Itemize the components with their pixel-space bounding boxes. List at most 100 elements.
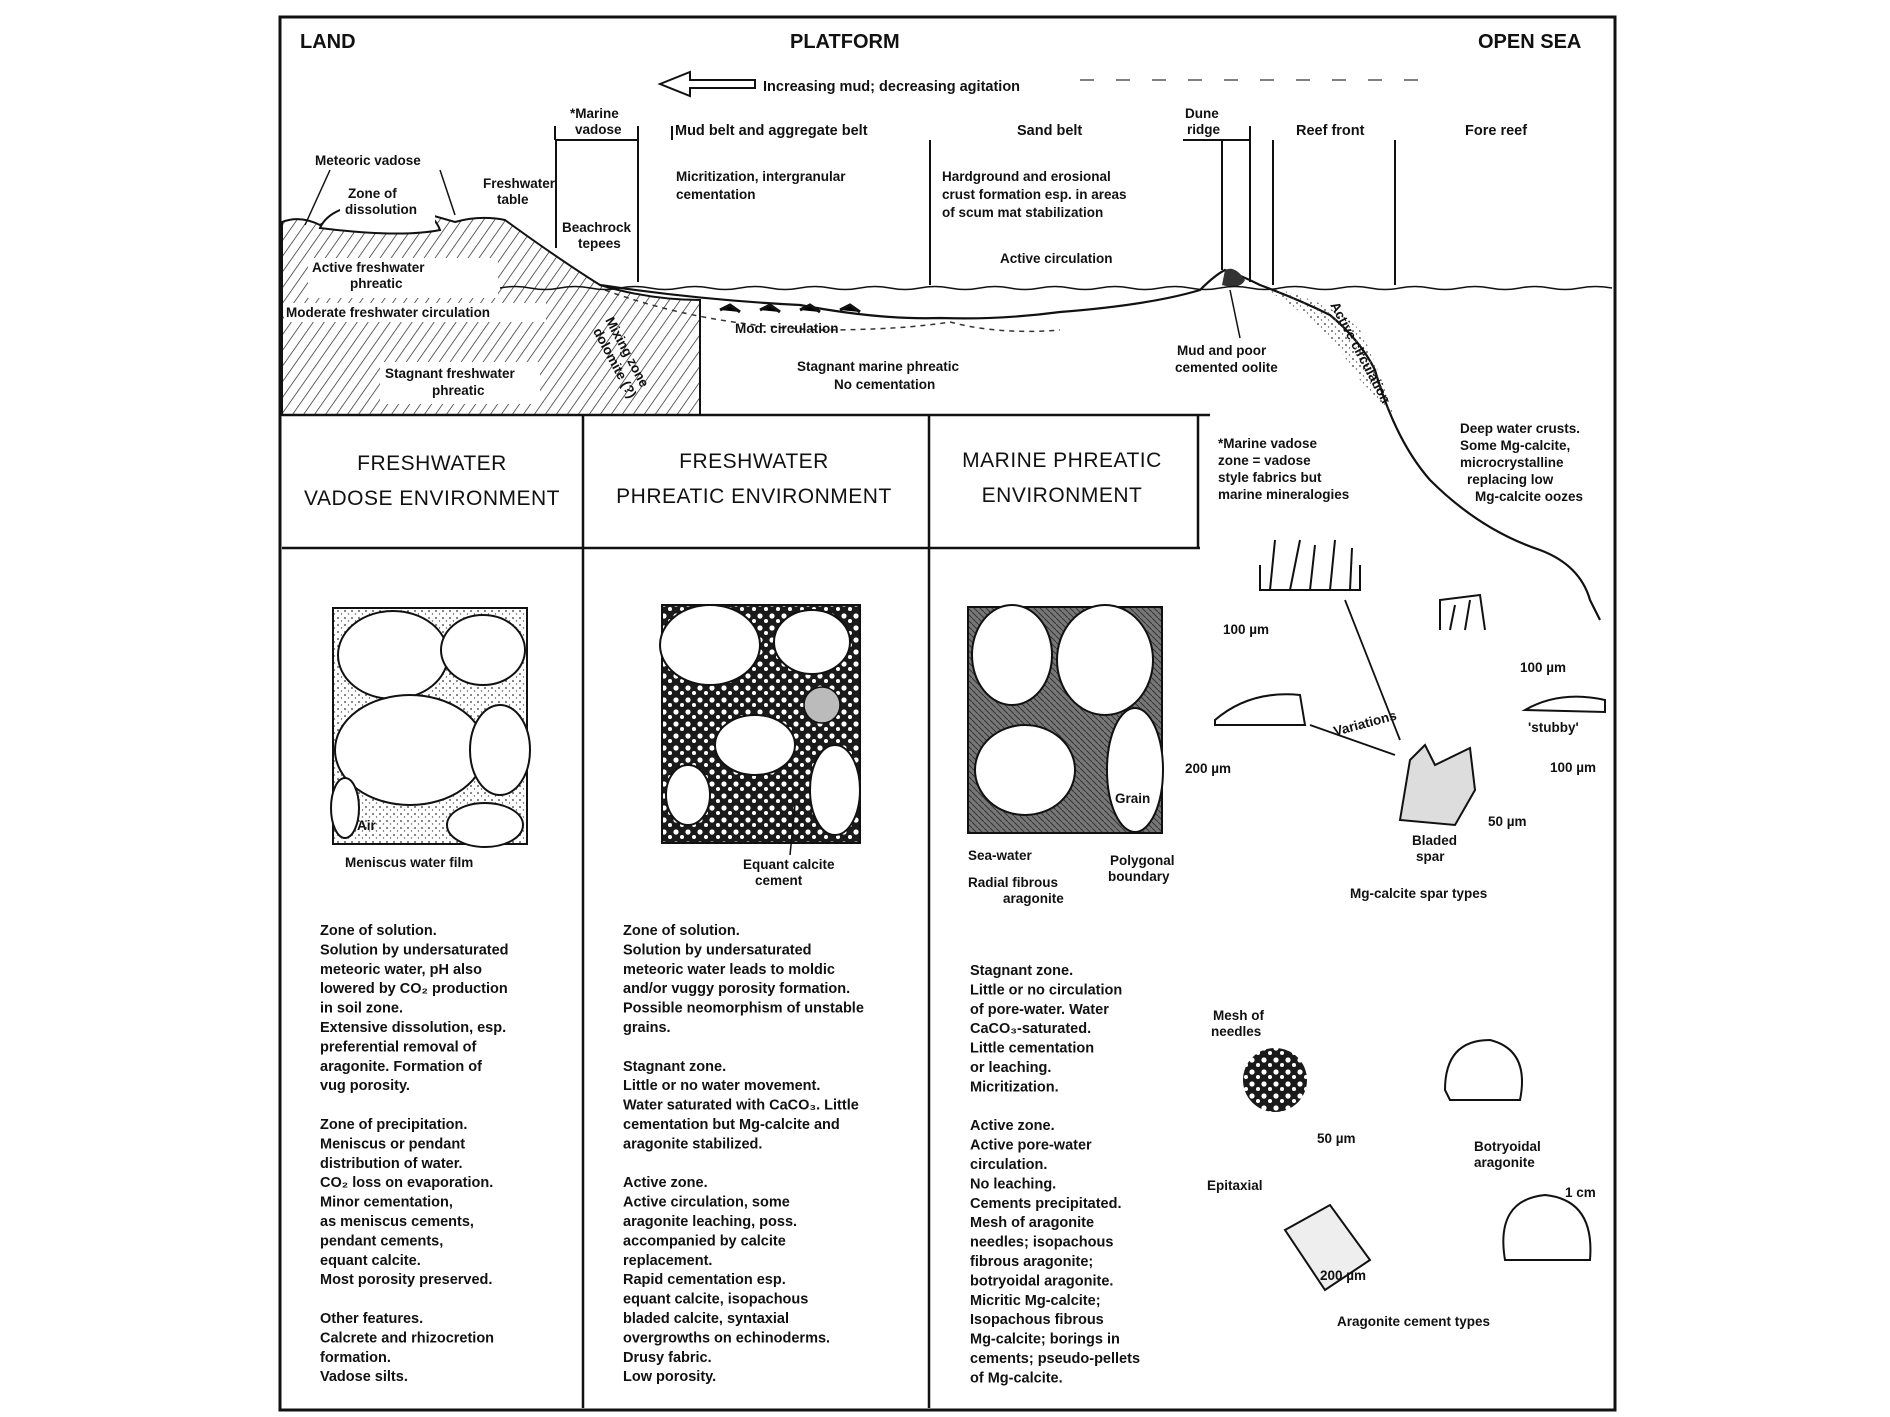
desc-line: Drusy fabric. (623, 1350, 712, 1366)
col-phreatic-text: Zone of solution. Solution by undersatura… (623, 923, 864, 1385)
desc-line: Micritization. (970, 1079, 1059, 1095)
desc-line: vug porosity. (320, 1078, 410, 1094)
scale-50um: 50 µm (1488, 814, 1527, 829)
active-circulation-reef-label: Active circulation (1327, 299, 1393, 405)
desc-line: Active zone. (623, 1175, 708, 1191)
scale-100um-a: 100 µm (1223, 622, 1269, 637)
desc-line: aragonite. Formation of (320, 1059, 482, 1075)
desc-line: circulation. (970, 1157, 1047, 1173)
desc-line: aragonite stabilized. (623, 1136, 762, 1152)
desc-line: needles; isopachous (970, 1235, 1113, 1251)
desc-line: Cements precipitated. (970, 1196, 1122, 1212)
desc-line: No leaching. (970, 1176, 1056, 1192)
desc-line: in soil zone. (320, 1001, 403, 1017)
label-backing (380, 362, 540, 404)
desc-line: botryoidal aragonite. (970, 1273, 1113, 1289)
gradient-label: Increasing mud; decreasing agitation (763, 79, 1020, 95)
desc-line: distribution of water. (320, 1156, 463, 1172)
aragonite-types-label: Aragonite cement types (1337, 1314, 1490, 1329)
desc-line: Zone of solution. (623, 923, 740, 939)
grain-label: Grain (1115, 791, 1150, 806)
desc-line: Mesh of aragonite (970, 1215, 1094, 1231)
active-circulation-label: Active circulation (1000, 251, 1113, 266)
meniscus-label: Meniscus water film (345, 855, 473, 870)
desc-line: Active zone. (970, 1118, 1055, 1134)
desc-line: bladed calcite, syntaxial (623, 1311, 789, 1327)
desc-line: Isopachous fibrous (970, 1312, 1104, 1328)
col-vadose-text: Zone of solution.Solution by undersatura… (320, 923, 509, 1385)
desc-line (623, 1156, 627, 1172)
scale-200um: 200 µm (1185, 761, 1231, 776)
desc-line: cementation but Mg-calcite and (623, 1117, 840, 1133)
desc-line: replacement. (623, 1253, 712, 1269)
deep-water-label: Deep water crusts.Some Mg-calcite,microc… (1460, 421, 1583, 504)
environment-grid (282, 415, 1200, 1408)
scale-1cm: 1 cm (1565, 1185, 1596, 1200)
equant-cement-figure (659, 604, 861, 844)
gradient-arrow (657, 70, 756, 98)
desc-line: CaCO₃-saturated. (970, 1021, 1091, 1037)
cement-sketches (1214, 539, 1606, 1292)
meteoric-vadose-label: Meteoric vadose (315, 153, 421, 168)
mod-circulation-label: Mod. circulation (735, 321, 839, 336)
desc-line: Micritic Mg-calcite; (970, 1293, 1101, 1309)
leader (439, 169, 456, 216)
desc-line: Calcrete and rhizocretion (320, 1330, 494, 1346)
desc-line: Little or no circulation (970, 982, 1122, 998)
desc-line: Vadose silts. (320, 1369, 408, 1385)
mg-calcite-types-label: Mg-calcite spar types (1350, 886, 1487, 901)
desc-line: meteoric water leads to moldic (623, 962, 835, 978)
desc-line (623, 1039, 627, 1055)
scale-100um-b: 100 µm (1520, 660, 1566, 675)
fore-reef-label: Fore reef (1465, 123, 1527, 139)
radial-fibrous-figure (967, 604, 1164, 834)
desc-line: Zone of precipitation. (320, 1117, 467, 1133)
desc-line: of pore-water. Water (970, 1002, 1109, 1018)
desc-line: accompanied by calcite (623, 1233, 786, 1249)
stubby-label: 'stubby' (1528, 720, 1579, 735)
desc-line: lowered by CO₂ production (320, 981, 508, 997)
desc-line: meteoric water, pH also (320, 962, 482, 978)
desc-line (970, 1099, 974, 1115)
desc-line: Zone of solution. (320, 923, 437, 939)
desc-line: fibrous aragonite; (970, 1254, 1093, 1270)
desc-line: or leaching. (970, 1060, 1051, 1076)
moderate-freshwater-label: Moderate freshwater circulation (286, 305, 490, 320)
epitaxial-label: Epitaxial (1207, 1178, 1263, 1193)
desc-line: Solution by undersaturated (623, 942, 812, 958)
label-backing (308, 258, 498, 298)
mud-belt-label: Mud belt and aggregate belt (675, 123, 868, 139)
variations-label: Variations (1332, 708, 1398, 739)
label-backing (284, 303, 546, 322)
desc-line: Water saturated with CaCO₃. Little (623, 1098, 859, 1114)
desc-line: Rapid cementation esp. (623, 1272, 786, 1288)
air-label: Air (357, 818, 377, 833)
desc-line: and/or vuggy porosity formation. (623, 981, 850, 997)
scale-200um-b: 200 µm (1320, 1268, 1366, 1283)
desc-line: equant calcite, isopachous (623, 1292, 808, 1308)
desc-line (320, 1292, 324, 1308)
desc-line: as meniscus cements, (320, 1214, 474, 1230)
desc-line: Most porosity preserved. (320, 1272, 492, 1288)
desc-line: Extensive dissolution, esp. (320, 1020, 506, 1036)
variations-arrow (1309, 724, 1396, 756)
variations-arrow (1344, 599, 1401, 741)
